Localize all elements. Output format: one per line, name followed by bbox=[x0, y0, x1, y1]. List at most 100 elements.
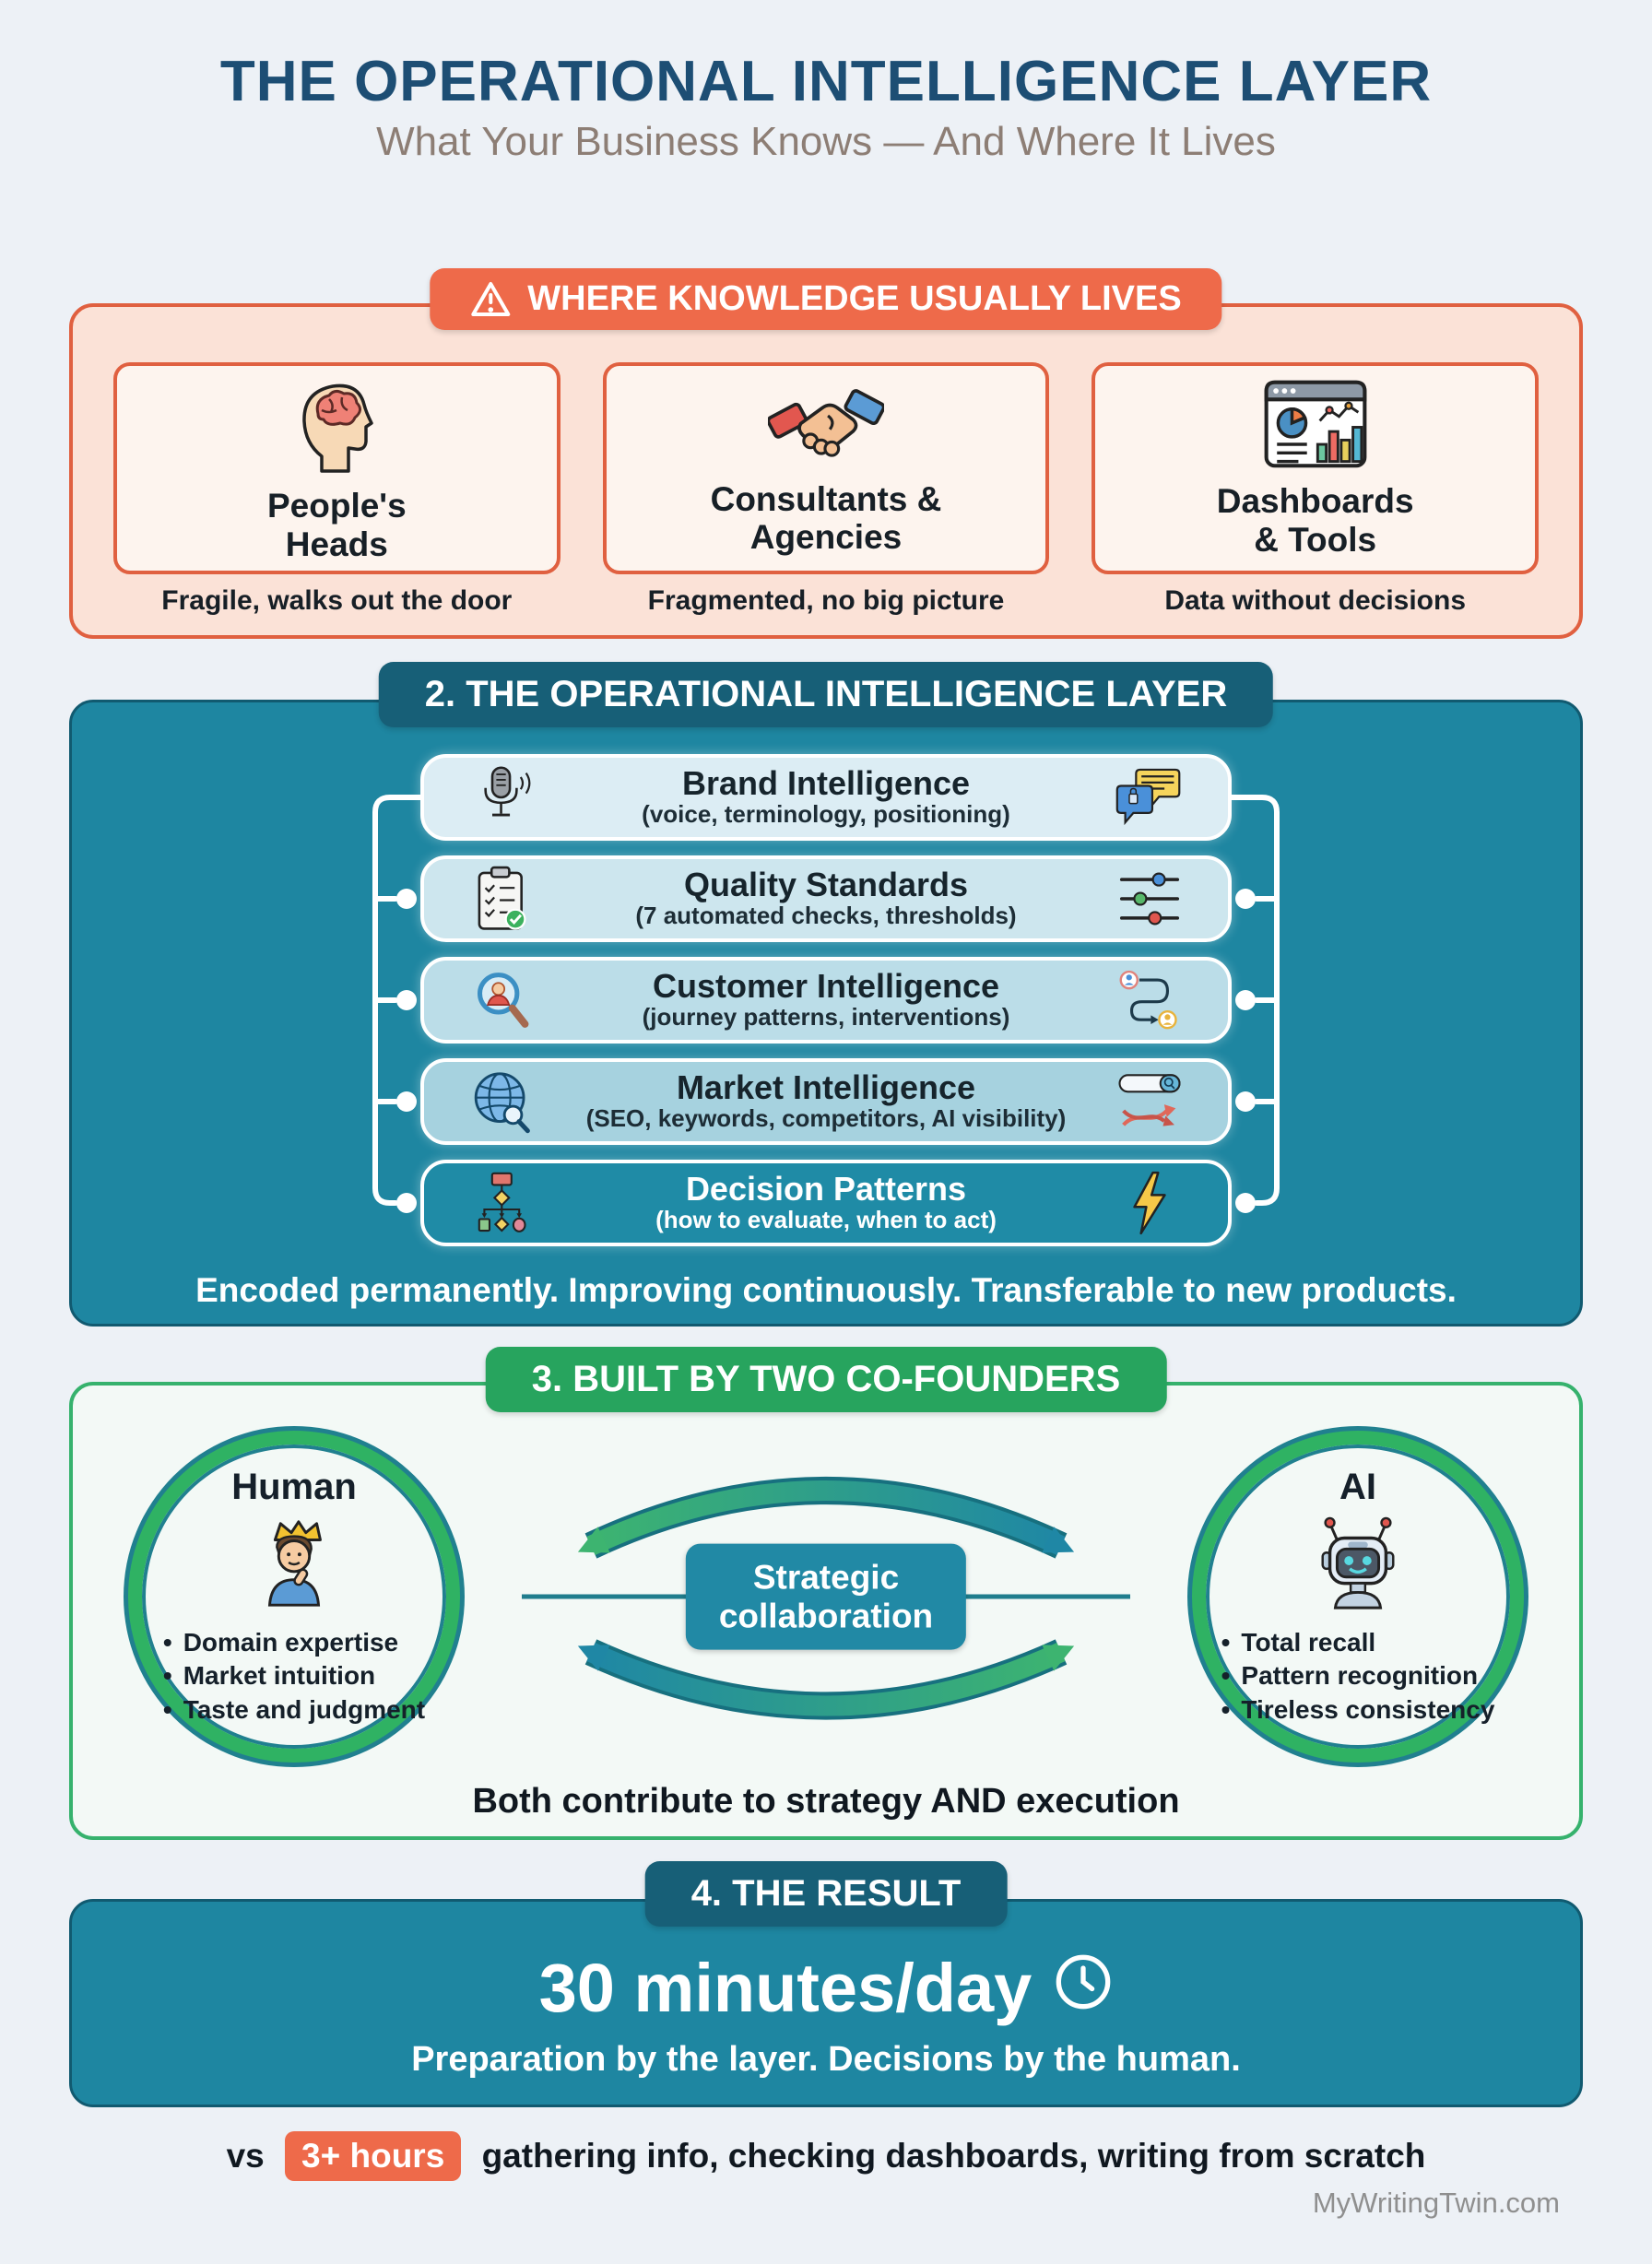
row-title: Quality Standards bbox=[683, 866, 969, 904]
chat-bubbles-icon bbox=[1095, 767, 1204, 828]
human-title: Human bbox=[231, 1467, 357, 1508]
row-text: Market Intelligence (SEO, keywords, comp… bbox=[557, 1070, 1095, 1133]
decision-tree-icon bbox=[448, 1171, 557, 1235]
row-subtitle: (how to evaluate, when to act) bbox=[655, 1206, 997, 1234]
page-subtitle: What Your Business Knows — And Where It … bbox=[376, 119, 1276, 165]
section3-caption: Both contribute to strategy AND executio… bbox=[472, 1782, 1180, 1822]
section1-header-pill: WHERE KNOWLEDGE USUALLY LIVES bbox=[430, 268, 1222, 331]
human-founder-icon bbox=[244, 1510, 344, 1619]
clock-icon bbox=[1054, 1948, 1113, 2029]
vs-prefix: vs bbox=[226, 2137, 265, 2176]
section-built-by-two-cofounders: 3. BUILT BY TWO CO-FOUNDERS Human bbox=[69, 1347, 1583, 1841]
row-subtitle: (SEO, keywords, competitors, AI visibili… bbox=[585, 1104, 1067, 1133]
card-title-line: Agencies bbox=[749, 518, 903, 557]
clipboard-checks-icon bbox=[448, 865, 557, 933]
vs-suffix: gathering info, checking dashboards, wri… bbox=[481, 2137, 1426, 2176]
globe-search-icon bbox=[448, 1068, 557, 1135]
row-brand-intelligence: Brand Intelligence (voice, terminology, … bbox=[420, 754, 1232, 842]
card-title-line: Dashboards bbox=[1216, 482, 1414, 521]
row-text: Quality Standards (7 automated checks, t… bbox=[557, 867, 1095, 930]
comparison-line: vs 3+ hours gathering info, checking das… bbox=[0, 2131, 1652, 2182]
section1-header-label: WHERE KNOWLEDGE USUALLY LIVES bbox=[527, 279, 1182, 319]
collaboration-center: Strategic collaboration bbox=[503, 1426, 1149, 1767]
card-title: Consultants & Agencies bbox=[711, 480, 942, 557]
warning-icon bbox=[470, 281, 511, 318]
ai-bullet: Tireless consistency bbox=[1221, 1693, 1494, 1727]
row-text: Brand Intelligence (voice, terminology, … bbox=[557, 766, 1095, 829]
strategic-line: collaboration bbox=[718, 1597, 934, 1635]
section-where-knowledge-lives: WHERE KNOWLEDGE USUALLY LIVES People's H… bbox=[69, 268, 1583, 640]
section4-header-pill: 4. THE RESULT bbox=[644, 1861, 1008, 1928]
section3-header-label: 3. BUILT BY TWO CO-FOUNDERS bbox=[531, 1359, 1121, 1400]
row-text: Customer Intelligence (journey patterns,… bbox=[557, 969, 1095, 1032]
strategic-line: Strategic bbox=[752, 1558, 900, 1597]
journey-path-icon bbox=[1095, 970, 1204, 1031]
page-title: THE OPERATIONAL INTELLIGENCE LAYER bbox=[219, 50, 1433, 113]
section-the-result: 4. THE RESULT 30 minutes/day Preparation… bbox=[69, 1861, 1583, 2108]
human-bullet: Taste and judgment bbox=[163, 1693, 425, 1727]
ai-title: AI bbox=[1339, 1467, 1376, 1508]
row-title: Market Intelligence bbox=[676, 1068, 976, 1107]
human-bullet: Market intuition bbox=[163, 1659, 425, 1692]
row-quality-standards: Quality Standards (7 automated checks, t… bbox=[420, 855, 1232, 943]
section4-header-label: 4. THE RESULT bbox=[690, 1873, 962, 1915]
card-title-line: People's bbox=[266, 487, 407, 525]
head-brain-icon bbox=[290, 373, 383, 479]
hours-badge: 3+ hours bbox=[285, 2131, 462, 2182]
card-title-line: Consultants & bbox=[710, 479, 942, 518]
card-dashboards-tools: Dashboards & Tools Data without decision… bbox=[1092, 362, 1540, 617]
handshake-icon bbox=[766, 381, 886, 473]
section2-header-pill: 2. THE OPERATIONAL INTELLIGENCE LAYER bbox=[378, 662, 1274, 728]
human-bullets: Domain expertise Market intuition Taste … bbox=[163, 1626, 425, 1727]
section-operational-intelligence-layer: 2. THE OPERATIONAL INTELLIGENCE LAYER bbox=[69, 662, 1583, 1327]
section3-header-pill: 3. BUILT BY TWO CO-FOUNDERS bbox=[485, 1347, 1167, 1413]
human-circle: Human Domain expertise Market intuition bbox=[128, 1431, 460, 1763]
row-text: Decision Patterns (how to evaluate, when… bbox=[557, 1172, 1095, 1234]
microphone-icon bbox=[448, 763, 557, 831]
website-link[interactable]: MyWritingTwin.com bbox=[1312, 2187, 1560, 2220]
card-title-line: & Tools bbox=[1254, 520, 1377, 559]
row-subtitle: (journey patterns, interventions) bbox=[642, 1003, 1010, 1032]
row-decision-patterns: Decision Patterns (how to evaluate, when… bbox=[420, 1160, 1232, 1247]
sliders-icon bbox=[1095, 868, 1204, 929]
row-connectors bbox=[372, 795, 1280, 1214]
row-title: Customer Intelligence bbox=[652, 967, 1000, 1006]
ai-bullets: Total recall Pattern recognition Tireles… bbox=[1221, 1626, 1495, 1727]
row-title: Brand Intelligence bbox=[681, 764, 971, 803]
card-box: Dashboards & Tools bbox=[1092, 362, 1540, 575]
cofounders-content: Human Domain expertise Market intuition bbox=[128, 1426, 1524, 1767]
card-peoples-heads: People's Heads Fragile, walks out the do… bbox=[113, 362, 560, 617]
strategic-collaboration-box: Strategic collaboration bbox=[685, 1543, 967, 1650]
card-title: People's Heads bbox=[267, 487, 407, 563]
card-caption: Data without decisions bbox=[1164, 585, 1467, 617]
card-consultants-agencies: Consultants & Agencies Fragmented, no bi… bbox=[602, 362, 1050, 617]
card-box: Consultants & Agencies bbox=[602, 362, 1050, 575]
card-box: People's Heads bbox=[113, 362, 560, 575]
row-subtitle: (voice, terminology, positioning) bbox=[642, 800, 1010, 829]
ai-circle: AI bbox=[1192, 1431, 1524, 1763]
row-market-intelligence: Market Intelligence (SEO, keywords, comp… bbox=[420, 1058, 1232, 1146]
intelligence-rows: Brand Intelligence (voice, terminology, … bbox=[372, 754, 1280, 1247]
card-title: Dashboards & Tools bbox=[1217, 482, 1414, 559]
dashboard-icon bbox=[1262, 378, 1369, 475]
section2-footer-text: Encoded permanently. Improving continuou… bbox=[195, 1271, 1457, 1310]
result-line: 30 minutes/day bbox=[72, 1948, 1580, 2029]
card-caption: Fragmented, no big picture bbox=[647, 585, 1005, 617]
ai-bullet: Pattern recognition bbox=[1221, 1659, 1495, 1692]
result-subline: Preparation by the layer. Decisions by t… bbox=[411, 2040, 1241, 2080]
ai-bullet: Total recall bbox=[1221, 1626, 1495, 1659]
card-title-line: Heads bbox=[285, 525, 388, 563]
section2-header-label: 2. THE OPERATIONAL INTELLIGENCE LAYER bbox=[424, 674, 1228, 715]
magnifier-person-icon bbox=[448, 967, 557, 1033]
card-caption: Fragile, walks out the door bbox=[161, 585, 513, 617]
robot-icon bbox=[1308, 1510, 1408, 1619]
knowledge-cards: People's Heads Fragile, walks out the do… bbox=[113, 362, 1540, 617]
row-subtitle: (7 automated checks, thresholds) bbox=[635, 902, 1017, 930]
infographic-poster: THE OPERATIONAL INTELLIGENCE LAYER What … bbox=[0, 52, 1652, 2264]
search-arrows-icon bbox=[1095, 1071, 1204, 1132]
human-bullet: Domain expertise bbox=[163, 1626, 425, 1659]
collaboration-arrows bbox=[522, 1477, 1130, 1720]
result-value: 30 minutes/day bbox=[538, 1950, 1032, 2027]
lightning-icon bbox=[1095, 1170, 1204, 1236]
row-title: Decision Patterns bbox=[685, 1170, 967, 1209]
